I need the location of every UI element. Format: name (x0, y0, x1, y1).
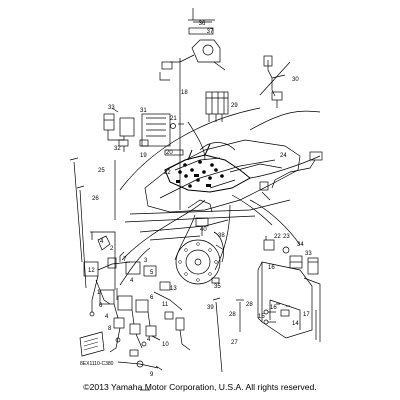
part-label-18: 18 (181, 90, 188, 96)
part-label-28a: 28 (229, 312, 236, 318)
part-label-34: 34 (297, 242, 304, 248)
part-label-4b: 4 (130, 278, 134, 284)
part-label-29: 29 (231, 103, 238, 109)
long-bolts-lower (212, 297, 244, 373)
part-label-5: 5 (150, 270, 154, 276)
part-label-24: 24 (280, 153, 287, 159)
part-label-1: 1 (97, 290, 101, 296)
part-label-20: 20 (166, 150, 173, 156)
long-bolts-left (69, 157, 87, 289)
part-label-39: 39 (207, 305, 214, 311)
part-label-17: 17 (303, 312, 310, 318)
part-label-31: 31 (140, 108, 147, 114)
ignition-switch (159, 21, 226, 81)
part-label-22b: 22 (274, 234, 281, 240)
part-label-36: 36 (199, 21, 206, 27)
part-label-33b: 33 (305, 251, 312, 257)
part-label-16a: 16 (268, 265, 275, 271)
part-label-7a: 7 (123, 257, 127, 263)
callout-lines (119, 107, 321, 286)
part-label-4c: 4 (105, 314, 109, 320)
part-label-4a: 4 (100, 239, 104, 245)
part-label-2: 2 (110, 246, 114, 252)
snowmobile-chassis (124, 139, 301, 241)
ecu-bolts (263, 309, 290, 325)
part-label-27: 27 (231, 340, 238, 346)
part-label-13: 13 (170, 286, 177, 292)
book-icon (79, 331, 105, 357)
part-label-4d: 4 (147, 337, 151, 343)
right-components (263, 236, 319, 275)
harness-connectors (176, 160, 224, 188)
rectifier-block (205, 91, 229, 122)
part-label-22: 22 (164, 170, 171, 176)
part-label-40: 40 (200, 227, 207, 233)
regulator-unit (139, 113, 184, 156)
part-label-6b: 6 (99, 303, 103, 309)
part-label-8: 8 (108, 326, 112, 332)
part-label-26: 26 (92, 196, 99, 202)
part-label-23: 23 (283, 234, 290, 240)
part-label-38: 38 (218, 233, 225, 239)
part-labels: 36 37 30 18 29 33 31 21 32 19 20 24 22 2… (80, 21, 312, 378)
part-label-25: 25 (98, 168, 105, 174)
magneto-stator (175, 231, 225, 285)
part-label-11: 11 (162, 302, 169, 308)
part-label-14: 14 (292, 321, 299, 327)
part-label-16b: 16 (270, 305, 277, 311)
part-label-35: 35 (214, 284, 221, 290)
part-label-28b: 28 (246, 302, 253, 308)
part-label-9: 9 (150, 372, 154, 378)
part-label-12: 12 (88, 268, 95, 274)
part-label-32: 32 (114, 146, 121, 152)
part-label-10: 10 (162, 342, 169, 348)
diagram-code: 8EX1110-C380 (80, 361, 114, 367)
relay-assembly (103, 107, 135, 152)
center-fittings (187, 199, 213, 236)
part-label-30: 30 (292, 77, 299, 83)
ecu-box (257, 261, 321, 342)
part-label-33: 33 (108, 105, 115, 111)
ignition-coils (83, 235, 191, 353)
part-label-19: 19 (140, 153, 147, 159)
copyright-notice: ©2013 Yamaha Motor Corporation, U.S.A. A… (83, 382, 317, 392)
sensor-cable (263, 55, 286, 108)
part-label-6a: 6 (150, 295, 154, 301)
part-label-3: 3 (144, 258, 148, 264)
part-label-37: 37 (207, 29, 214, 35)
part-label-15: 15 (258, 314, 265, 320)
bottom-cable (117, 349, 163, 371)
wiring-lead-right (259, 151, 323, 201)
part-label-21: 21 (170, 116, 177, 122)
bracket-lines (90, 8, 317, 391)
